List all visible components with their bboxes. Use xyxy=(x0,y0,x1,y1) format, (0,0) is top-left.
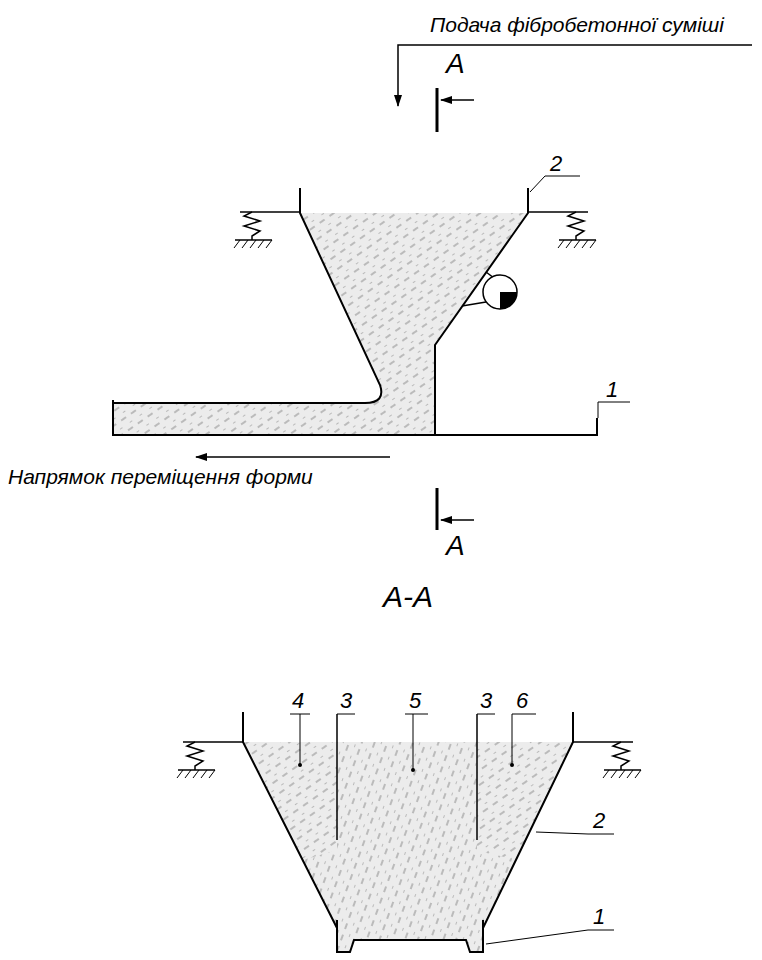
callout-number: 1 xyxy=(606,379,618,401)
callout-number: 3 xyxy=(480,690,492,712)
callout-number: 1 xyxy=(593,906,605,928)
section-title: А-А xyxy=(383,582,433,612)
callout-number: 4 xyxy=(292,690,304,712)
feed-label: Подача фібробетонної суміші xyxy=(430,14,724,35)
section-letter: А xyxy=(446,50,465,78)
callout-number: 6 xyxy=(516,690,528,712)
callout-number: 2 xyxy=(550,153,562,175)
callout-number: 5 xyxy=(409,690,421,712)
section-letter: А xyxy=(446,532,465,560)
callout-number: 3 xyxy=(340,690,352,712)
callout-number: 2 xyxy=(593,810,605,832)
direction-label: Напрямок переміщення форми xyxy=(8,466,313,487)
